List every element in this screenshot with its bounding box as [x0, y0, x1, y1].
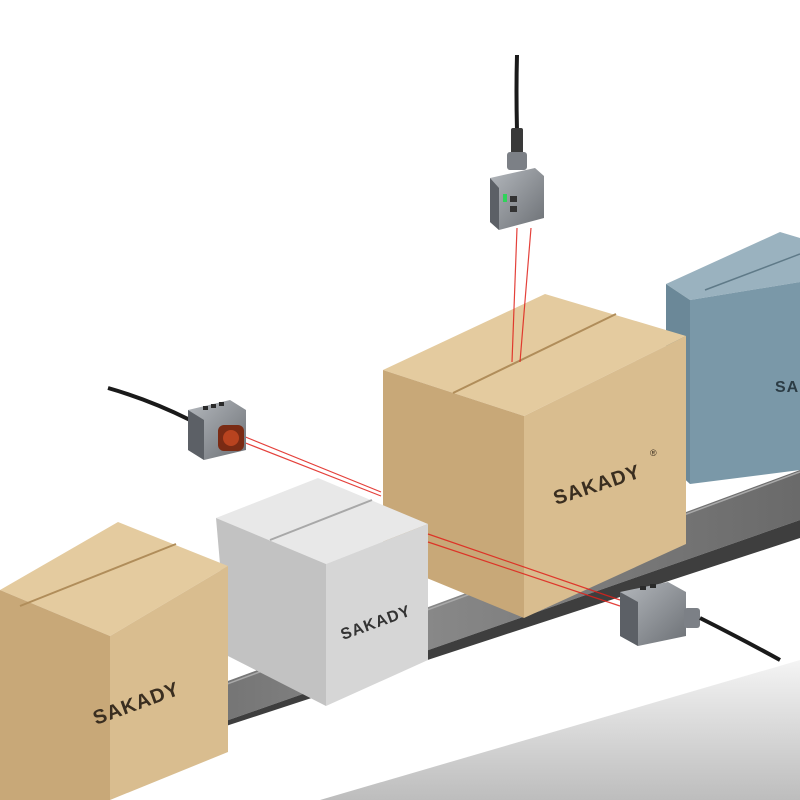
floor-plate	[320, 660, 800, 800]
large-kraft-box: SAKADY ®	[383, 294, 686, 618]
cable-icon	[699, 616, 781, 662]
top-laser-sensor	[490, 54, 544, 230]
large-box-registered-mark: ®	[650, 448, 657, 458]
left-kraft-box: SAKADY	[0, 522, 228, 800]
cable-icon	[107, 386, 191, 422]
right-laser-sensor	[620, 582, 781, 662]
indicator-green-icon	[503, 194, 507, 202]
white-box: SAKADY	[216, 478, 428, 706]
left-laser-sensor	[107, 386, 246, 460]
blue-box: SAKADY	[666, 232, 800, 484]
blue-box-brand: SAKADY	[775, 379, 800, 396]
cable-icon	[514, 54, 519, 131]
laser-beams	[242, 227, 621, 607]
